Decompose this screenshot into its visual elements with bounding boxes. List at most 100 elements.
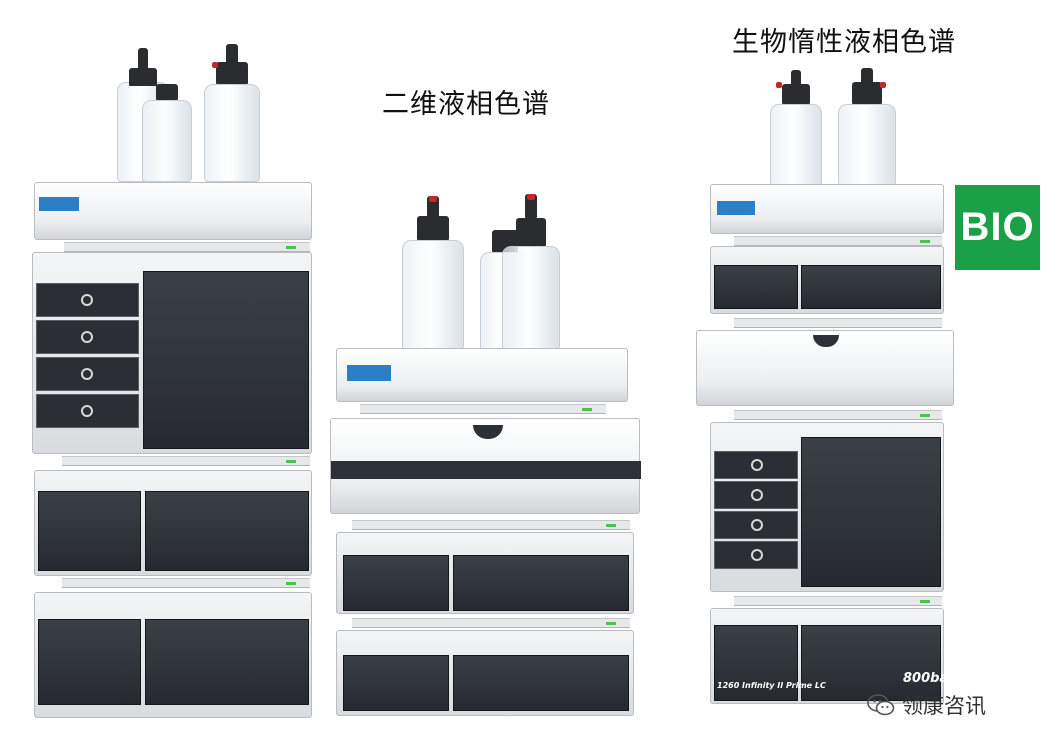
status-led (920, 240, 930, 243)
drawer-knob (751, 459, 763, 471)
bio-badge: BIO (955, 185, 1040, 270)
sample-drawer (36, 394, 139, 428)
bottle-cap-stem (138, 48, 148, 70)
pump-door-left (38, 491, 141, 571)
solvent-bottle (402, 240, 464, 350)
bottle-cap (516, 218, 546, 246)
sample-drawer (714, 541, 798, 569)
watermark: 领康咨讯 (866, 688, 986, 722)
pump-module (336, 630, 634, 716)
drawer-knob (751, 549, 763, 561)
middle-2d-lc-stack (330, 190, 642, 730)
solvent-tray (336, 348, 628, 402)
sample-drawer (36, 320, 139, 354)
autosampler-module (32, 252, 312, 454)
compartment-latch (473, 425, 503, 439)
status-led (920, 600, 930, 603)
pump-door-left (343, 655, 449, 711)
solvent-tray (34, 182, 312, 240)
module-label-strip (62, 456, 310, 466)
pump-door-right (145, 491, 309, 571)
column-compartment-band (331, 461, 641, 479)
module-label-strip (62, 578, 310, 588)
bottle-cap (216, 62, 248, 84)
column-compartment (696, 330, 954, 406)
bottle-cap (417, 216, 449, 240)
pump-module (710, 246, 944, 314)
caption-bio-inert-lc: 生物惰性液相色谱 (732, 27, 956, 58)
pump-module: 1260 Infinity II Prime LC 800bar (710, 608, 955, 704)
drawer-knob (751, 519, 763, 531)
module-label-strip (734, 596, 942, 606)
bottle-valve (880, 82, 886, 88)
compartment-latch (813, 335, 839, 347)
bottle-cap-stem (861, 68, 873, 84)
bottle-cap (852, 82, 882, 104)
pump-door-right (801, 625, 941, 701)
bottle-cap (129, 68, 157, 86)
status-led (286, 246, 296, 249)
pressure-label: 800bar (903, 671, 955, 686)
drawer-knob (81, 294, 93, 306)
sample-drawer (714, 451, 798, 479)
bottle-cap-stem (525, 194, 537, 218)
wechat-icon (867, 694, 895, 716)
sample-drawer (36, 357, 139, 391)
pump-door-left (714, 265, 798, 309)
module-label-strip (360, 404, 606, 414)
watermark-text: 领康咨讯 (902, 694, 986, 718)
solvent-bottle (838, 104, 896, 186)
pump-module (34, 592, 312, 718)
left-lc-stack (32, 40, 317, 730)
model-label: 1260 Infinity II Prime LC (717, 681, 826, 690)
status-led (582, 408, 592, 411)
pump-door-left (343, 555, 449, 611)
module-label-strip (352, 520, 630, 530)
bottle-valve (212, 62, 218, 68)
module-label-strip (734, 236, 942, 246)
pump-door-left (38, 619, 141, 705)
pump-door-left (714, 625, 798, 701)
drawer-knob (751, 489, 763, 501)
module-label-strip (734, 410, 942, 420)
pump-door-right (145, 619, 309, 705)
module-label-strip (64, 242, 310, 252)
module-label-strip (352, 618, 630, 628)
autosampler-door (143, 271, 309, 449)
bottle-valve (527, 194, 535, 200)
status-led (920, 414, 930, 417)
agilent-logo (39, 197, 79, 211)
pump-door-right (453, 555, 629, 611)
drawer-knob (81, 405, 93, 417)
bottle-cap-stem (226, 44, 238, 64)
agilent-logo (347, 365, 391, 381)
status-led (606, 622, 616, 625)
caption-2d-lc: 二维液相色谱 (382, 89, 550, 120)
bottle-cap-stem (791, 70, 801, 86)
status-led (286, 582, 296, 585)
pump-door-right (453, 655, 629, 711)
bottle-cap (782, 84, 810, 104)
status-led (606, 524, 616, 527)
bottle-cap (156, 84, 178, 100)
bottle-valve (429, 196, 437, 202)
sample-drawer (36, 283, 139, 317)
solvent-bottle (142, 100, 192, 182)
pump-module (336, 532, 634, 614)
pump-module (34, 470, 312, 576)
drawer-knob (81, 368, 93, 380)
sample-drawer (714, 481, 798, 509)
solvent-tray (710, 184, 944, 234)
autosampler-module (710, 422, 944, 592)
module-label-strip (734, 318, 942, 328)
solvent-bottle (502, 246, 560, 350)
solvent-bottle (204, 84, 260, 182)
drawer-knob (81, 331, 93, 343)
agilent-logo (717, 201, 755, 215)
solvent-bottle (770, 104, 822, 186)
sample-drawer (714, 511, 798, 539)
pump-door-right (801, 265, 941, 309)
column-compartment (330, 418, 641, 514)
right-bio-lc-stack: 1260 Infinity II Prime LC 800bar (690, 66, 955, 716)
status-led (286, 460, 296, 463)
